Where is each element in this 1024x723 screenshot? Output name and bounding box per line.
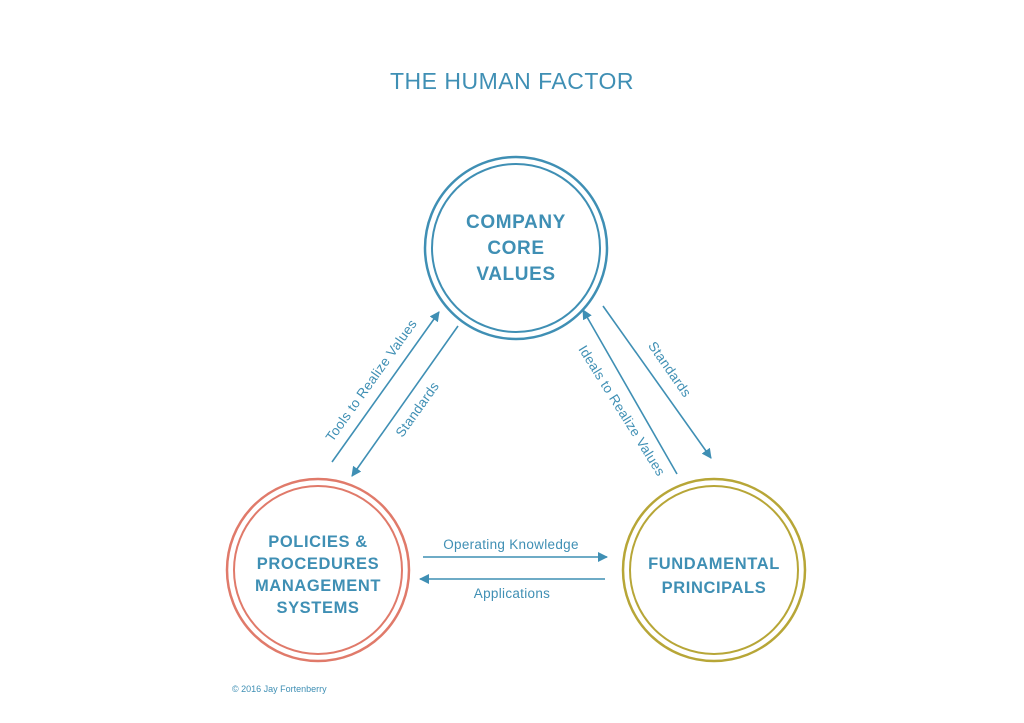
fundamental-node: FUNDAMENTAL PRINCIPALS (621, 477, 807, 663)
applications-label: Applications (474, 586, 550, 601)
standards-right-label: Standards (645, 339, 694, 400)
core-values-outer-ring (423, 155, 609, 341)
standards-left-arrow (351, 325, 459, 477)
policies-label-line-2: PROCEDURES (257, 555, 379, 573)
policies-node: POLICIES & PROCEDURES MANAGEMENT SYSTEMS (225, 477, 411, 663)
fundamental-outer-ring (621, 477, 807, 663)
fundamental-label-line-2: PRINCIPALS (662, 579, 767, 597)
copyright-notice: © 2016 Jay Fortenberry (232, 684, 327, 694)
core-values-node: COMPANY CORE VALUES (423, 155, 609, 341)
core-values-label-line-1: COMPANY (466, 212, 566, 233)
fundamental-label-line-1: FUNDAMENTAL (648, 555, 780, 573)
policies-label-line-4: SYSTEMS (276, 599, 359, 617)
policies-label-line-3: MANAGEMENT (255, 577, 381, 595)
ideals-to-realize-values-label: Ideals to Realize Values (575, 343, 668, 479)
policies-inner-ring (233, 485, 403, 655)
policies-label-line-1: POLICIES & (268, 533, 368, 551)
ideals-to-realize-values-arrow (582, 309, 678, 475)
tools-to-realize-values-arrow (331, 311, 440, 463)
core-values-label-line-3: VALUES (476, 264, 555, 285)
standards-right-arrow (602, 305, 712, 459)
policies-outer-ring (225, 477, 411, 663)
operating-knowledge-label: Operating Knowledge (443, 537, 579, 552)
core-values-label-line-2: CORE (487, 238, 544, 259)
core-values-inner-ring (431, 163, 601, 333)
diagram-title: THE HUMAN FACTOR (390, 68, 634, 94)
fundamental-inner-ring (629, 485, 799, 655)
